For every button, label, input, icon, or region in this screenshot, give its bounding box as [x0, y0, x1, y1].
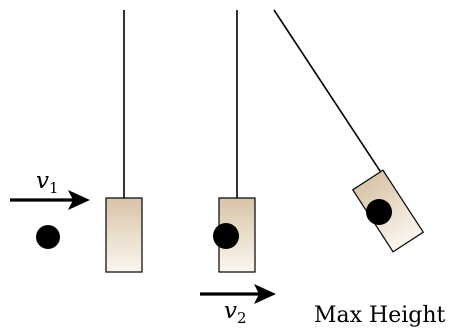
string-3 [273, 9, 385, 178]
stage-max-height: Max Height [273, 9, 446, 328]
stage-before-collision: v1 [10, 10, 143, 273]
bullet-3 [366, 199, 392, 225]
stage-after-collision: v2 [200, 10, 276, 327]
max-height-label: Max Height [314, 303, 446, 328]
v1-label: v1 [36, 168, 59, 197]
bullet-2 [213, 223, 239, 249]
block-1 [105, 197, 143, 273]
velocity-arrowhead-2 [254, 284, 276, 304]
velocity-arrowhead-1 [68, 190, 90, 210]
bullet-1 [36, 225, 60, 249]
v2-label: v2 [224, 298, 247, 327]
